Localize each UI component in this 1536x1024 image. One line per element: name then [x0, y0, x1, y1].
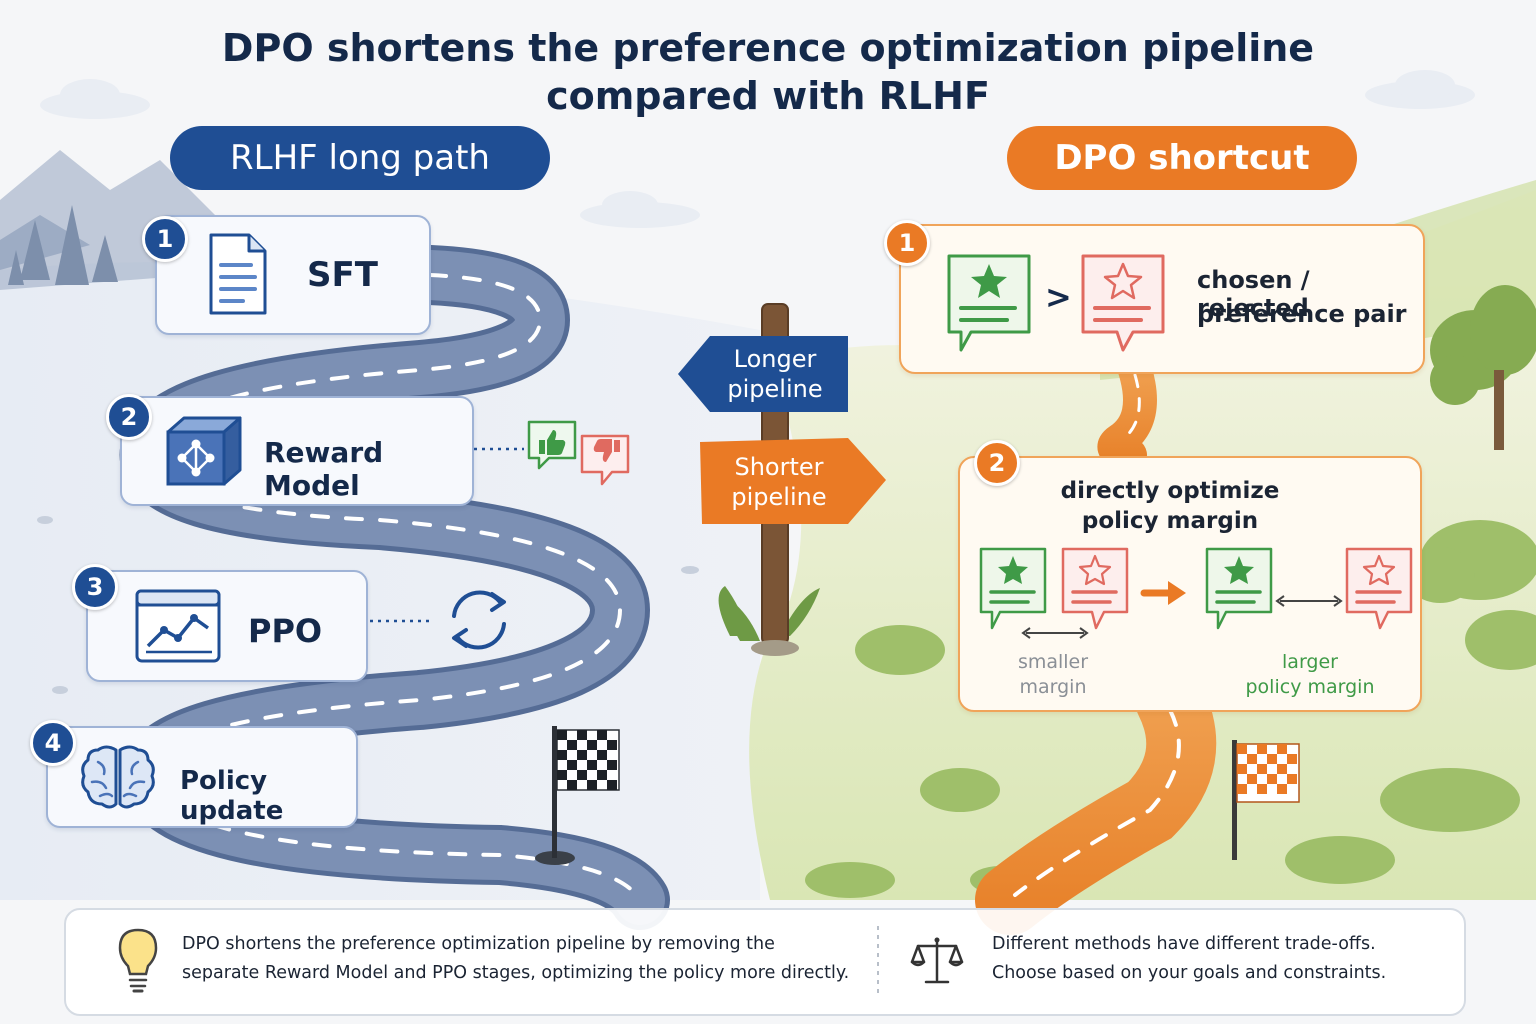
footer-right-line-2: Choose based on your goals and constrain… [992, 963, 1387, 983]
large-margin-chosen-card-icon [1205, 547, 1273, 630]
pine-trees [8, 205, 118, 285]
shorter-sign-line-1: Shorter [734, 453, 824, 481]
rlhf-header: RLHF long path [170, 126, 550, 190]
shorter-pipeline-sign: Shorter pipeline [714, 452, 844, 512]
feedback-connector [474, 447, 524, 451]
rlhf-road [119, 245, 670, 930]
dpo-step-badge-1: 1 [884, 220, 930, 266]
orange-checkered-flag-icon [1232, 740, 1300, 860]
page-title: DPO shortens the preference optimization… [0, 24, 1536, 120]
longer-pipeline-sign-shape [678, 336, 848, 412]
signpost-grass [718, 586, 820, 641]
step-badge-1: 1 [142, 216, 188, 262]
larger-margin-line-1: larger [1282, 651, 1338, 673]
small-margin-arrow-icon [1021, 627, 1089, 639]
small-margin-rejected-card-icon [1061, 547, 1129, 630]
footer-divider [877, 926, 879, 998]
dpo-road [975, 353, 1217, 935]
large-margin-arrow-icon [1275, 595, 1343, 607]
step-badge-2: 2 [106, 394, 152, 440]
optimize-title-1: directly optimize [1060, 478, 1280, 504]
footer-left-line-1: DPO shortens the preference optimization… [182, 934, 775, 954]
preference-pair-label-1: chosen / rejected [1197, 266, 1310, 322]
rlhf-step-policy-update: Policy update [46, 726, 358, 828]
shorter-sign-line-2: pipeline [731, 483, 827, 511]
thumbs-up-icon [527, 420, 577, 470]
brain-icon [81, 745, 155, 809]
large-margin-rejected-card-icon [1345, 547, 1413, 630]
title-line-2: compared with RLHF [546, 74, 990, 118]
network-cube-icon [166, 416, 242, 486]
footer-left-text: DPO shortens the preference optimization… [182, 930, 849, 988]
larger-margin-label: larger policy margin [1222, 650, 1398, 700]
dpo-step-preference-pair: > chosen / rejected preference pair [899, 224, 1425, 374]
title-line-1: DPO shortens the preference optimization… [221, 26, 1315, 70]
optimize-title-2: policy margin [1081, 508, 1259, 534]
smaller-margin-label: smaller margin [994, 650, 1112, 700]
preference-comparator: > [1045, 278, 1072, 316]
sft-label: SFT [307, 255, 378, 295]
dpo-step-badge-2: 2 [974, 440, 1020, 486]
ppo-connector [370, 619, 432, 623]
document-icon [209, 233, 267, 315]
longer-sign-line-2: pipeline [727, 375, 823, 403]
footer-right-line-1: Different methods have different trade-o… [992, 934, 1376, 954]
reward-model-label: Reward Model [264, 436, 384, 502]
dpo-header: DPO shortcut [1007, 126, 1357, 190]
larger-margin-line-2: policy margin [1245, 676, 1375, 698]
line-chart-window-icon [135, 589, 221, 663]
longer-pipeline-sign: Longer pipeline [710, 344, 840, 404]
footer-panel: DPO shortens the preference optimization… [64, 908, 1466, 1016]
rlhf-step-reward-model: Reward Model [120, 396, 474, 506]
chosen-star-card-icon [947, 254, 1031, 352]
longer-sign-line-1: Longer [733, 345, 817, 373]
policy-update-label: Policy update [180, 766, 284, 826]
checkered-flag-icon [535, 726, 620, 865]
rejected-star-card-icon [1081, 254, 1165, 352]
refresh-cycle-icon [452, 590, 506, 650]
footer-left-line-2: separate Reward Model and PPO stages, op… [182, 963, 850, 983]
shorter-pipeline-sign-shape [700, 438, 886, 524]
improve-arrow-icon [1140, 581, 1186, 605]
smaller-margin-line-1: smaller [1017, 651, 1089, 673]
dpo-step-optimize-margin: directly optimize policy margin smaller … [958, 456, 1422, 712]
preference-pair-label-2: preference pair [1197, 300, 1407, 328]
thumbs-down-icon [580, 434, 630, 486]
smaller-margin-line-2: margin [1019, 676, 1087, 698]
balance-scale-icon [910, 937, 964, 984]
step-badge-3: 3 [72, 564, 118, 610]
ppo-label: PPO [248, 612, 323, 650]
rlhf-step-ppo: PPO [86, 570, 368, 682]
small-margin-chosen-card-icon [979, 547, 1047, 630]
lightbulb-icon [118, 928, 158, 993]
footer-right-text: Different methods have different trade-o… [992, 930, 1386, 988]
step-badge-4: 4 [30, 720, 76, 766]
rlhf-step-sft: SFT [155, 215, 431, 335]
